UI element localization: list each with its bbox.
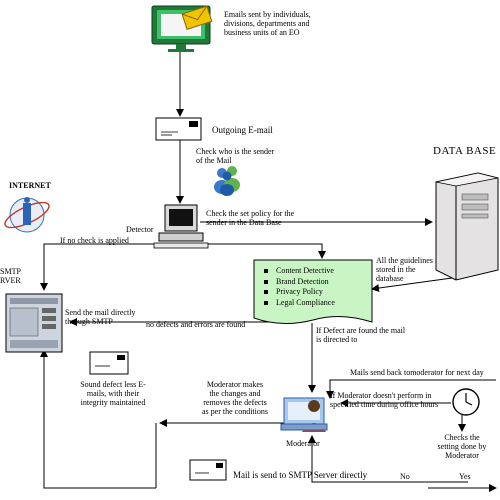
- arrow-no-check-to-smtp: [40, 243, 168, 291]
- smtp-server-label: SMTP RVER: [0, 267, 21, 285]
- users-icon: [214, 166, 240, 196]
- connectors: [40, 52, 497, 492]
- policy-list: Content Detective Brand Detection Privac…: [258, 266, 370, 308]
- yes-branch-label: Yes: [459, 472, 471, 481]
- policy-item: Content Detective: [258, 266, 370, 277]
- guidelines-label: All the guidelines stored in the databas…: [376, 256, 433, 283]
- envelope-icon: [89, 351, 129, 375]
- server-tower-icon: [435, 172, 499, 281]
- sound-defect-label: Sound defect less E- mails, with their i…: [80, 380, 146, 407]
- moderator-label: Moderator: [286, 439, 320, 448]
- arrow-no-to-moderator: [308, 435, 468, 483]
- policy-item: Legal Compliance: [258, 298, 370, 309]
- email-monitor-icon: [151, 5, 213, 52]
- check-sender-label: Check who is the sender of the Mail: [196, 147, 275, 165]
- smtp-server-icon: [5, 293, 63, 353]
- policy-box: [253, 259, 373, 324]
- data-base-label: DATA BASE: [433, 145, 497, 157]
- emails-sent-label: Emails sent by individuals, divisions, d…: [224, 10, 311, 37]
- internet-icon: [4, 197, 50, 233]
- computer-icon: [153, 204, 209, 249]
- check-policy-label: Check the set policy for the sender in t…: [206, 209, 295, 227]
- checks-setting-label: Checks the setting done by Moderator: [437, 433, 487, 460]
- moderator-not-perform-label: If Moderator doesn't perform in specifie…: [330, 391, 439, 409]
- mails-back-label: Mails send back tomoderator for next day: [350, 368, 484, 377]
- no-defects-label: no defects and errors are found: [146, 320, 246, 329]
- policy-item: Privacy Policy: [258, 287, 370, 298]
- send-direct-label: Send the mail directly through SMTP: [65, 308, 136, 326]
- defect-found-label: If Defect are found the mail is directed…: [316, 326, 406, 344]
- arrow-database-to-policies: [371, 277, 453, 293]
- arrow-next-day-to-moderator: [326, 379, 496, 399]
- arrow-bottom-to-smtp: [40, 349, 156, 489]
- mail-sent-smtp-label: Mail is send to SMTP Server directly: [233, 470, 368, 480]
- envelope-icon: [155, 117, 202, 141]
- envelope-icon: [189, 459, 227, 481]
- outgoing-email-label: Outgoing E-mail: [212, 125, 273, 135]
- detector-label: Detector: [126, 225, 154, 234]
- moderator-makes-label: Moderator makes the changes and removes …: [202, 380, 268, 416]
- moderator-icon: [280, 397, 328, 432]
- no-branch-label: No: [400, 472, 410, 481]
- no-check-label: If no check is applied: [60, 236, 129, 245]
- arrow-detector-to-policies: [197, 243, 326, 259]
- internet-label: INTERNET: [9, 181, 51, 190]
- policy-item: Brand Detection: [258, 277, 370, 288]
- clock-icon: [452, 388, 480, 416]
